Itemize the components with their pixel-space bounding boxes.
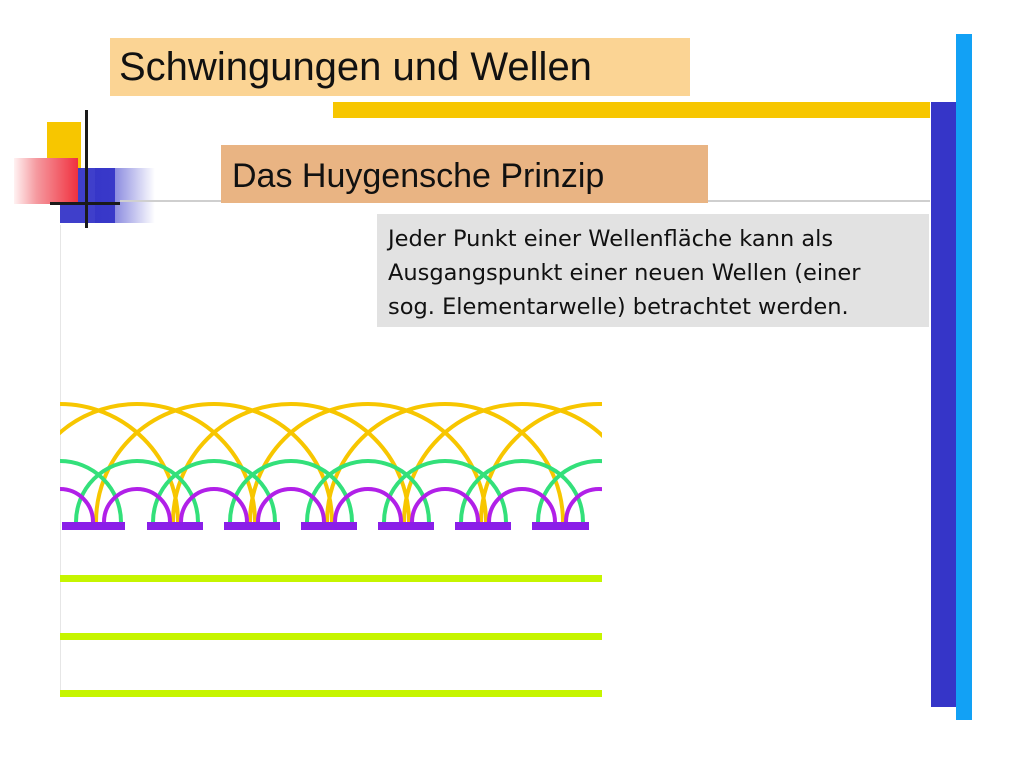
header-accent-bar	[333, 102, 930, 118]
logo-blue-fade	[95, 168, 155, 223]
subtitle-background	[221, 145, 708, 203]
inner-wave-arc	[102, 487, 172, 523]
inner-wave-arc	[60, 487, 95, 523]
logo-horizontal-line	[50, 202, 120, 205]
logo-red-gradient	[14, 158, 78, 204]
inner-wave-arc	[333, 487, 403, 523]
inner-wave-arc	[487, 487, 557, 523]
title-background	[110, 38, 690, 96]
description-background	[377, 214, 929, 327]
inner-wave-arc	[179, 487, 249, 523]
source-segment	[147, 522, 203, 530]
wavefront-line	[60, 633, 602, 640]
description-line: sog. Elementarwelle) betrachtet werden.	[388, 294, 849, 320]
description-line: Jeder Punkt einer Wellenfläche kann als	[388, 226, 834, 252]
logo-vertical-line	[85, 110, 88, 228]
wavefront-line	[60, 575, 602, 582]
inner-wave-arc	[256, 487, 326, 523]
source-segment	[455, 522, 511, 530]
right-cyan-bar	[956, 34, 972, 720]
inner-wave-arc	[564, 487, 602, 523]
source-segment	[62, 522, 125, 530]
source-segment	[224, 522, 280, 530]
right-blue-bar	[931, 102, 956, 707]
elementary-waves	[60, 402, 602, 523]
slide-subtitle: Das Huygensche Prinzip	[232, 157, 605, 195]
source-segment	[378, 522, 434, 530]
wavefront-lines	[60, 575, 602, 697]
description-text: Jeder Punkt einer Wellenfläche kann als …	[388, 222, 923, 324]
source-segment	[301, 522, 357, 530]
wavefront-line	[60, 690, 602, 697]
slide-title: Schwingungen und Wellen	[119, 45, 592, 89]
source-segment	[532, 522, 589, 530]
inner-wave-arc	[410, 487, 480, 523]
description-line: Ausgangspunkt einer neuen Wellen (einer	[388, 260, 861, 286]
source-segments	[62, 522, 589, 530]
